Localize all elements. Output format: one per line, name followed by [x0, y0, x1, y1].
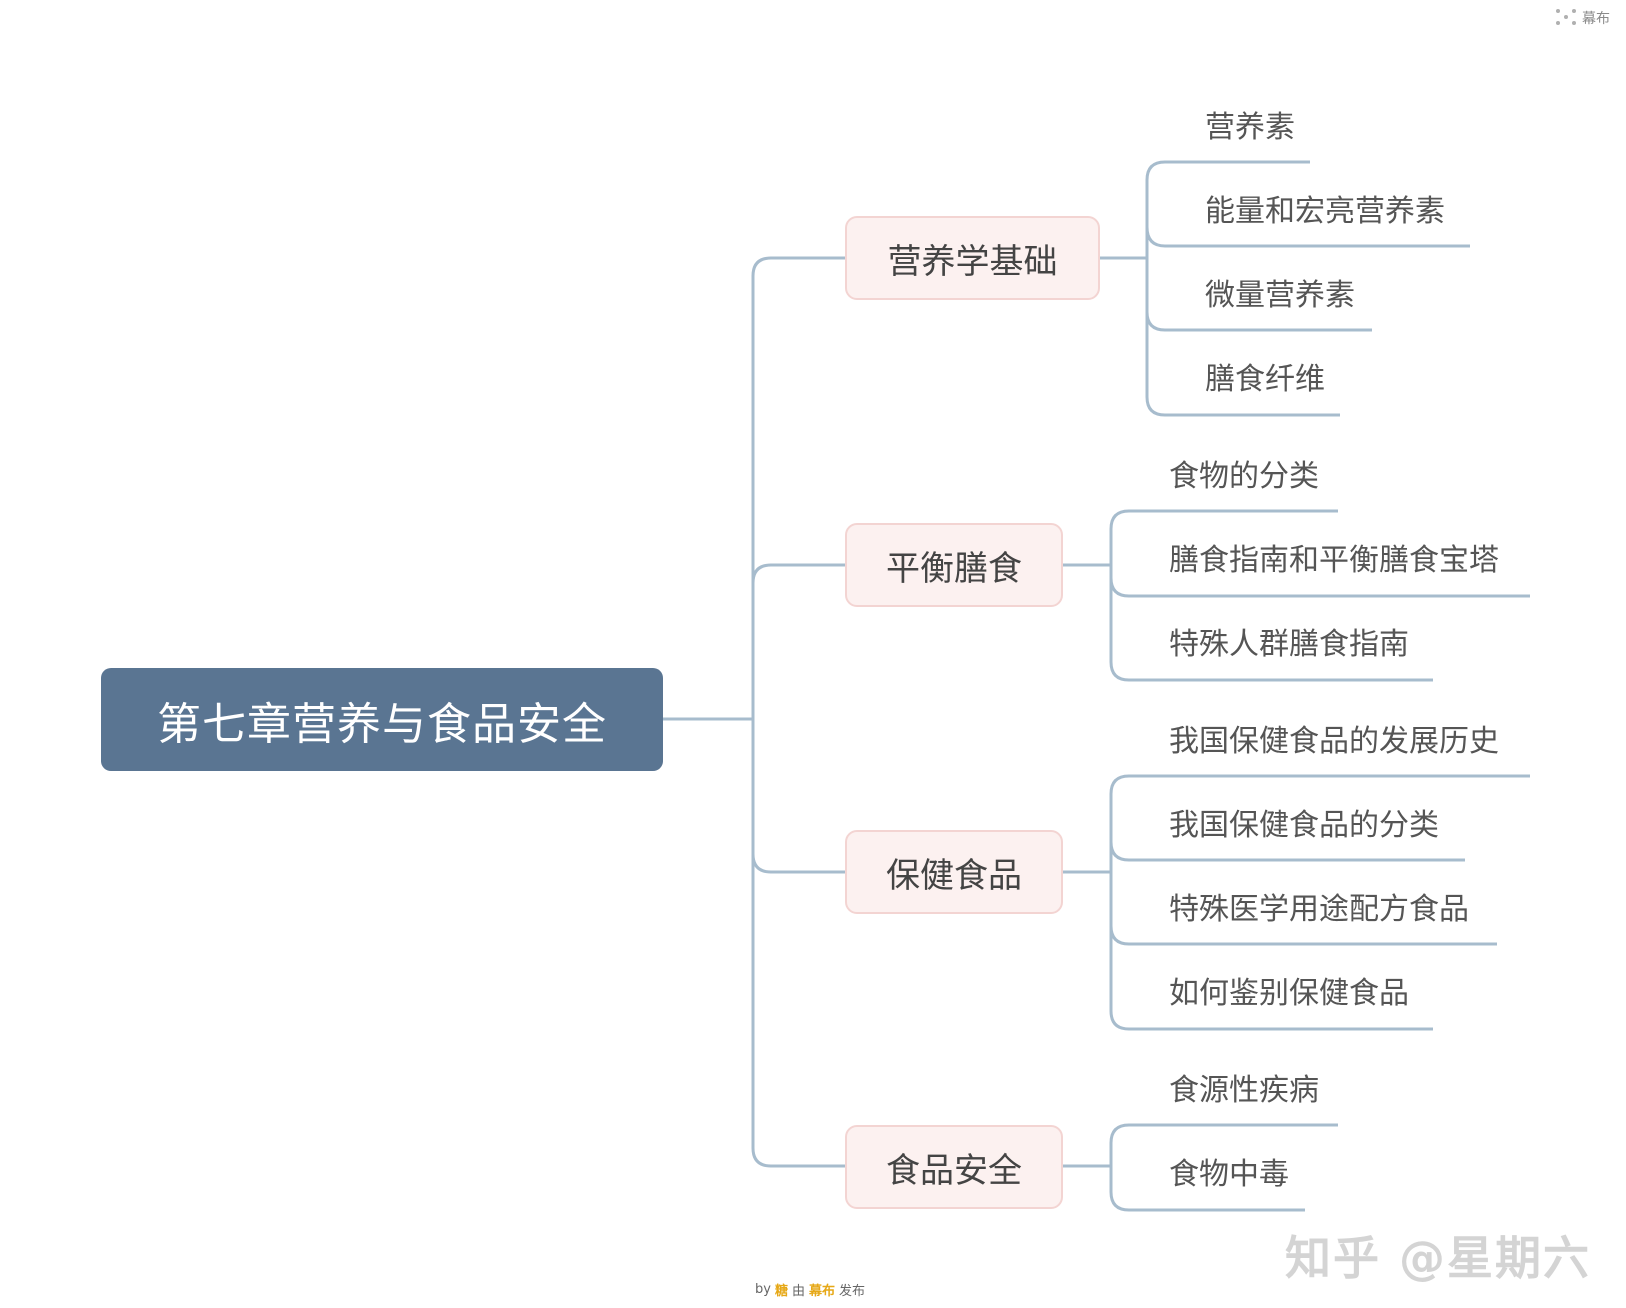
- leaf-node[interactable]: 营养素: [1205, 110, 1295, 145]
- footer-publish: 发布: [839, 1284, 866, 1299]
- root-node[interactable]: 第七章营养与食品安全: [101, 668, 663, 771]
- topic-node-2[interactable]: 平衡膳食: [845, 523, 1063, 607]
- leaf-node[interactable]: 能量和宏亮营养素: [1205, 194, 1445, 229]
- footer-credit: by 糖 由 幕布 发布: [755, 1280, 865, 1299]
- footer-platform[interactable]: 幕布: [808, 1284, 835, 1299]
- leaf-node[interactable]: 我国保健食品的分类: [1169, 808, 1439, 843]
- connector-topic-2: [751, 563, 845, 584]
- leaf-node[interactable]: 微量营养素: [1205, 278, 1355, 313]
- topic-node-3[interactable]: 保健食品: [845, 830, 1063, 914]
- connector-topic1-leaf3: [1145, 311, 1372, 332]
- connector-topic4-bracket: [1109, 1123, 1338, 1212]
- footer-author[interactable]: 糖: [774, 1284, 788, 1299]
- connector-topic3-bracket: [1109, 774, 1530, 1031]
- connector-topic3-leaf3: [1109, 925, 1497, 946]
- mubu-logo-icon: [1556, 9, 1576, 27]
- connector-topic3-leaf2: [1109, 841, 1465, 862]
- leaf-node[interactable]: 食源性疾病: [1169, 1073, 1319, 1108]
- leaf-node[interactable]: 膳食纤维: [1205, 362, 1325, 397]
- connector-trunk: [751, 256, 845, 1168]
- brand-name: 幕布: [1582, 11, 1610, 27]
- leaf-node[interactable]: 膳食指南和平衡膳食宝塔: [1169, 543, 1499, 578]
- footer-by: by: [755, 1282, 771, 1297]
- watermark: 知乎 @星期六: [1285, 1231, 1592, 1285]
- connector-topic1-leaf2: [1145, 226, 1470, 248]
- leaf-node[interactable]: 食物的分类: [1169, 459, 1319, 494]
- footer-via: 由: [791, 1284, 805, 1299]
- leaf-node[interactable]: 特殊人群膳食指南: [1169, 627, 1409, 662]
- connector-topic1-bracket: [1145, 160, 1340, 417]
- brand-logo: 幕布: [1556, 8, 1610, 28]
- leaf-node[interactable]: 如何鉴别保健食品: [1169, 976, 1409, 1011]
- leaf-node[interactable]: 食物中毒: [1169, 1157, 1289, 1192]
- connector-topic-3: [751, 853, 845, 874]
- topic-node-1[interactable]: 营养学基础: [845, 216, 1100, 300]
- connector-topic2-bracket: [1109, 509, 1433, 682]
- topic-node-4[interactable]: 食品安全: [845, 1125, 1063, 1209]
- leaf-node[interactable]: 我国保健食品的发展历史: [1169, 724, 1499, 759]
- connector-topic2-leaf2: [1109, 577, 1530, 598]
- leaf-node[interactable]: 特殊医学用途配方食品: [1169, 892, 1469, 927]
